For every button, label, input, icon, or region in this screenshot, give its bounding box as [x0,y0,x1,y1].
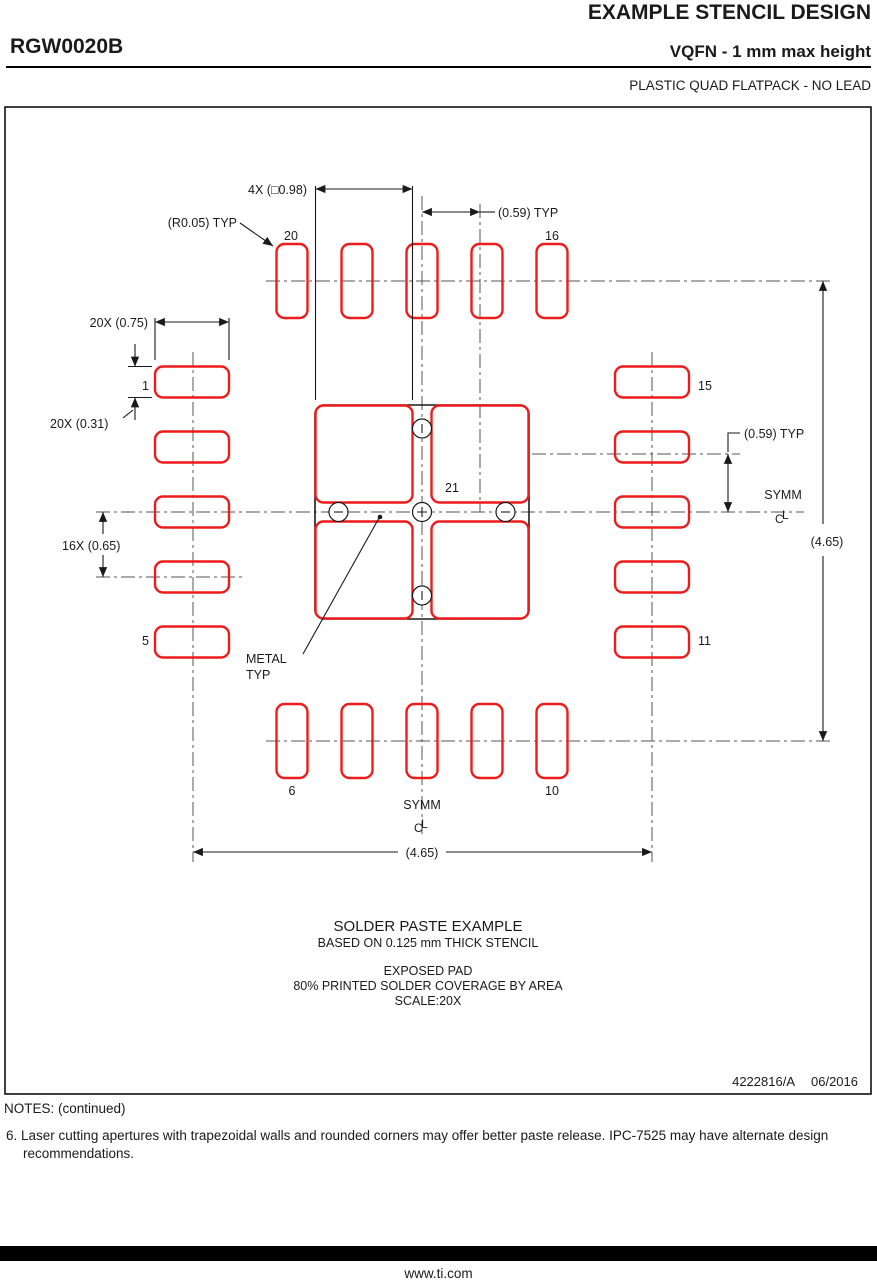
pad-aperture-7 [340,702,374,780]
pad-aperture-3 [153,495,231,529]
doc-number: 4222816/A [732,1074,795,1089]
ep-aperture-top-left [314,404,414,504]
part-number: RGW0020B [10,35,124,58]
svg-text:L: L [782,508,789,522]
package-subtitle: PLASTIC QUAD FLATPACK - NO LEAD [629,78,871,93]
caption-scale: SCALE:20X [395,994,462,1008]
pad-aperture-6 [275,702,309,780]
pin-label-1: 1 [142,379,149,393]
pad-aperture-20 [275,242,309,320]
pin-label-6: 6 [289,784,296,798]
caption-exposed-pad: EXPOSED PAD [384,964,473,978]
centerline-symbol-icon: C L [775,508,789,526]
dim-pad-pitch-label: 16X (0.65) [62,539,120,553]
pad-aperture-17 [470,242,504,320]
exposed-pad [314,404,530,620]
right-pad-apertures [613,365,691,659]
caption-title: SOLDER PASTE EXAMPLE [334,918,523,935]
ep-aperture-bottom-left [314,520,414,620]
pin-label-10: 10 [545,784,559,798]
center-cross-icon [417,507,427,517]
centerline-symbol-icon: C L [414,817,428,835]
pin-label-11: 11 [698,634,711,648]
pad-aperture-15 [613,365,691,399]
pin-label-21: 21 [445,481,459,495]
title-block: 4222816/A 06/2016 [732,1074,858,1089]
pad-aperture-5 [153,625,231,659]
note-6-text: Laser cutting apertures with trapezoidal… [21,1128,829,1161]
pin-label-20: 20 [284,229,298,243]
dim-pitch-offset-top-label: (0.59) TYP [498,206,558,220]
dim-pad-width-label: 20X (0.31) [50,417,108,431]
caption-coverage: 80% PRINTED SOLDER COVERAGE BY AREA [293,979,563,993]
dim-quad-aperture-label: 4X (□0.98) [248,183,307,197]
note-6-number: 6. [6,1128,18,1143]
pin-label-5: 5 [142,634,149,648]
dim-pad-length-label: 20X (0.75) [90,316,148,330]
leader-metal-typ-dot [377,514,383,520]
ep-aperture-top-right [430,404,530,504]
notes-heading: NOTES: (continued) [4,1101,126,1116]
pad-aperture-12 [613,560,691,594]
leader-pad-width [122,409,134,419]
metal-typ-label-line1: METAL [246,652,287,666]
metal-typ-label-line2: TYP [246,668,270,682]
ti-website-link[interactable]: www.ti.com [404,1266,473,1281]
pad-aperture-19 [340,242,374,320]
leader-corner-radius [239,222,274,247]
pad-aperture-16 [535,242,569,320]
dim-overall-bottom-label: (4.65) [406,846,439,860]
pad-aperture-11 [613,625,691,659]
ep-aperture-bottom-right [430,520,530,620]
symm-bottom-label: SYMM [403,798,441,812]
pad-aperture-1 [153,365,231,399]
leader-metal-typ [302,517,380,655]
pin-labels: 20 16 1 15 5 11 6 10 21 [142,229,712,798]
centerlines [96,196,834,862]
pad-aperture-14 [613,430,691,464]
header-rule [6,66,871,68]
top-pad-apertures [275,242,569,320]
pad-aperture-4 [153,560,231,594]
ext-lines-quad-aperture [314,186,414,400]
dim-corner-radius-label: (R0.05) TYP [168,216,237,230]
doc-title: EXAMPLE STENCIL DESIGN [587,1,871,24]
drawing-caption: SOLDER PASTE EXAMPLE BASED ON 0.125 mm T… [293,918,563,1008]
leader-pitch-offset-right [727,432,740,452]
pad-aperture-2 [153,430,231,464]
symm-right-label: SYMM [764,488,802,502]
bottom-pad-apertures [275,702,569,780]
pad-aperture-10 [535,702,569,780]
doc-date: 06/2016 [811,1074,858,1089]
left-pad-apertures [153,365,231,659]
pin-label-16: 16 [545,229,559,243]
pin-label-15: 15 [698,379,712,393]
ext-lines-pad-length [154,318,230,360]
footer-bar [0,1246,877,1261]
svg-text:L: L [421,817,428,831]
dim-pitch-offset-right-label: (0.59) TYP [744,427,804,441]
package-title: VQFN - 1 mm max height [669,42,871,61]
caption-stencil-thickness: BASED ON 0.125 mm THICK STENCIL [318,936,539,950]
note-6: 6. Laser cutting apertures with trapezoi… [6,1127,846,1162]
pad-aperture-9 [470,702,504,780]
exposed-pad-metal-outline [314,404,530,620]
svg-text:C: C [414,821,423,835]
pad-aperture-8 [405,702,439,780]
dimensions: 4X (□0.98) (0.59) TYP (R0.05) TYP 20X (0… [50,183,843,860]
pad-aperture-18 [405,242,439,320]
dim-overall-right-label: (4.65) [811,535,844,549]
drawing-border [4,106,872,1095]
svg-text:C: C [775,512,784,526]
pad-aperture-13 [613,495,691,529]
